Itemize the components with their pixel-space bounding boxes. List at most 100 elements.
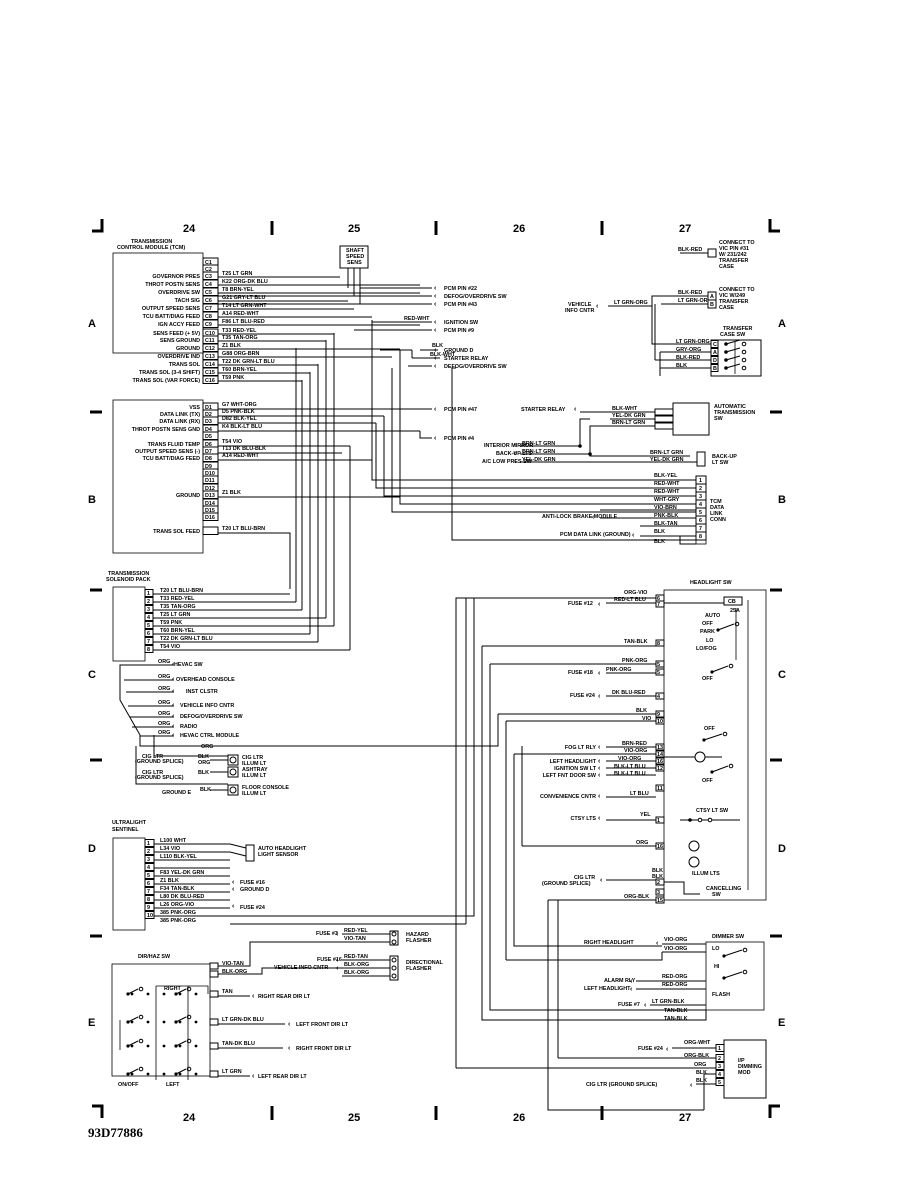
transfer-pin-label: C bbox=[713, 342, 717, 348]
switch-contact bbox=[138, 1038, 144, 1044]
blk-wht-label: BLK-WHT bbox=[430, 352, 456, 358]
transfer-pin bbox=[710, 340, 719, 348]
wire bbox=[703, 733, 723, 741]
wire bbox=[725, 355, 741, 361]
connector-symbol: ‹ bbox=[598, 793, 601, 800]
hl-wire: YEL bbox=[640, 812, 651, 818]
tcm-pin-label: D13 bbox=[205, 493, 215, 499]
hl-pin bbox=[655, 784, 665, 792]
tcm-wire-label: T25 LT GRN bbox=[222, 271, 253, 277]
headlight-body bbox=[663, 589, 767, 901]
connector-symbol: ‹ bbox=[172, 723, 175, 730]
solenoid-pin bbox=[144, 621, 154, 629]
tcm-wire-label: Z1 BLK bbox=[222, 343, 241, 349]
dimmer-wire: VIO-ORG bbox=[664, 946, 687, 952]
connector-symbol: ‹ bbox=[598, 744, 601, 751]
solenoid-wire-label: T60 BRN-YEL bbox=[160, 628, 195, 634]
wire bbox=[175, 1040, 187, 1047]
tcm-pin-label: C15 bbox=[205, 370, 215, 376]
pcm-link-label: PCM PIN #43 bbox=[444, 302, 477, 308]
tcm-wire-label: T14 LT GRN-WHT bbox=[222, 303, 267, 309]
dirhaz-wire: TAN bbox=[222, 989, 233, 995]
wire bbox=[391, 368, 696, 513]
connector-symbol: ‹ bbox=[574, 406, 577, 413]
ground-splice-label: (GROUND SPLICE) bbox=[542, 881, 591, 887]
connector-symbol: ‹ bbox=[598, 772, 601, 779]
solenoid-title-1: TRANSMISSION bbox=[108, 571, 149, 577]
sentinel-pin-label: 7 bbox=[147, 889, 150, 895]
splice-dot bbox=[174, 992, 178, 996]
tcm-link-title: CONN bbox=[710, 517, 726, 523]
hl-wire: PNK-ORG bbox=[606, 667, 631, 673]
col-25-bottom: 25 bbox=[348, 1112, 360, 1124]
wire bbox=[513, 754, 662, 947]
pcm-data-label: PCM DATA LINK (GROUND) bbox=[560, 532, 631, 538]
splice-dot bbox=[162, 1072, 166, 1076]
splice-dot bbox=[130, 1044, 134, 1048]
dir-wire: BLK-ORG bbox=[344, 970, 369, 976]
switch-contact bbox=[722, 731, 728, 737]
splice-dot bbox=[162, 992, 166, 996]
tcm-pin-label: C7 bbox=[205, 306, 212, 312]
hl-pin bbox=[655, 888, 665, 896]
connector-symbol: ‹ bbox=[336, 931, 339, 938]
splice-dot bbox=[722, 976, 726, 980]
pcm-link-label: IGNITION SW bbox=[444, 320, 479, 326]
sentinel-pin bbox=[144, 895, 155, 903]
connector-symbol: ‹ bbox=[252, 993, 255, 1000]
dirhaz-wire: VIO-TAN bbox=[222, 961, 244, 967]
dirhaz-title: DIR/HAZ SW bbox=[138, 954, 171, 960]
connector-symbol: ‹ bbox=[598, 758, 601, 765]
solenoid-pin bbox=[144, 629, 154, 637]
row-b-left: B bbox=[88, 494, 96, 506]
hl-wire: VIO bbox=[642, 716, 651, 722]
org-wire-label: ORG bbox=[158, 674, 170, 680]
dirhaz-output: LEFT FRONT DIR LT bbox=[296, 1022, 349, 1028]
switch-contact bbox=[742, 969, 748, 975]
wire bbox=[455, 597, 656, 1068]
tcm-pin-label: C10 bbox=[205, 331, 215, 337]
splice-dot bbox=[130, 1072, 134, 1076]
dimmer-body bbox=[705, 941, 765, 1011]
connector-symbol: ‹ bbox=[288, 1045, 291, 1052]
hl-position: PARK bbox=[700, 629, 715, 635]
dimmer-title: DIMMER SW bbox=[712, 934, 745, 940]
hl-pin-label: 15 bbox=[657, 898, 663, 904]
auto-trans-wire: BRN-LT GRN bbox=[612, 420, 645, 426]
ipdim-wire: BLK bbox=[696, 1070, 707, 1076]
connector-symbol: ‹ bbox=[434, 406, 437, 413]
right-label: RIGHT bbox=[164, 986, 181, 992]
tcm-link-pin-label: 8 bbox=[699, 534, 702, 540]
wire bbox=[717, 623, 735, 631]
ipdim-pin-label: 1 bbox=[718, 1046, 721, 1052]
tcm-wire-label: G88 ORG-BRN bbox=[222, 351, 260, 357]
tcm-pin-label: D16 bbox=[205, 515, 215, 521]
tcm-pin-label: D4 bbox=[205, 427, 212, 433]
connector-symbol: ‹ bbox=[598, 693, 601, 700]
tcm-pin-label: C1 bbox=[205, 260, 212, 266]
backup-lts-label: BACK-UP LTS bbox=[496, 451, 532, 457]
connector-symbol: ‹ bbox=[232, 886, 235, 893]
splice-dot bbox=[178, 1072, 182, 1076]
sentinel-pin-label: 1 bbox=[147, 841, 150, 847]
dirhaz-body bbox=[111, 963, 211, 1077]
tcm-function-label: TRANS SOL (VAR FORCE) bbox=[133, 378, 201, 384]
transfer-sw-title: TRANSFER bbox=[723, 326, 752, 332]
hl-load: CTSY LTS bbox=[570, 816, 596, 822]
connector-symbol: ‹ bbox=[630, 978, 633, 985]
hl-wire: ORG bbox=[636, 840, 648, 846]
sentinel-wire-label: 385 PNK-ORG bbox=[160, 918, 196, 924]
solenoid-wire-label: T20 LT BLU-BRN bbox=[160, 588, 203, 594]
circuit-breaker bbox=[723, 596, 743, 606]
tcm-pin-column: C1C2C3C4C5C6C7C8C9C10C11C12C13C14C15C16D… bbox=[202, 257, 219, 535]
tcm-pin-label: D14 bbox=[205, 501, 215, 507]
hl-wire: TAN-BLK bbox=[624, 639, 648, 645]
splice-dot bbox=[146, 1020, 150, 1024]
contact bbox=[391, 931, 397, 937]
headlight-title: HEADLIGHT SW bbox=[690, 580, 733, 586]
tcm-wire-label: T8 BRN-YEL bbox=[222, 287, 254, 293]
ground-splice-label: (GROUND SPLICE) bbox=[135, 759, 184, 765]
pcm-link-labels: PCM PIN #22‹DEFOG/OVERDRIVE SW‹PCM PIN #… bbox=[218, 285, 508, 468]
sentinel-wire-label: F83 YEL-DK GRN bbox=[160, 870, 204, 876]
